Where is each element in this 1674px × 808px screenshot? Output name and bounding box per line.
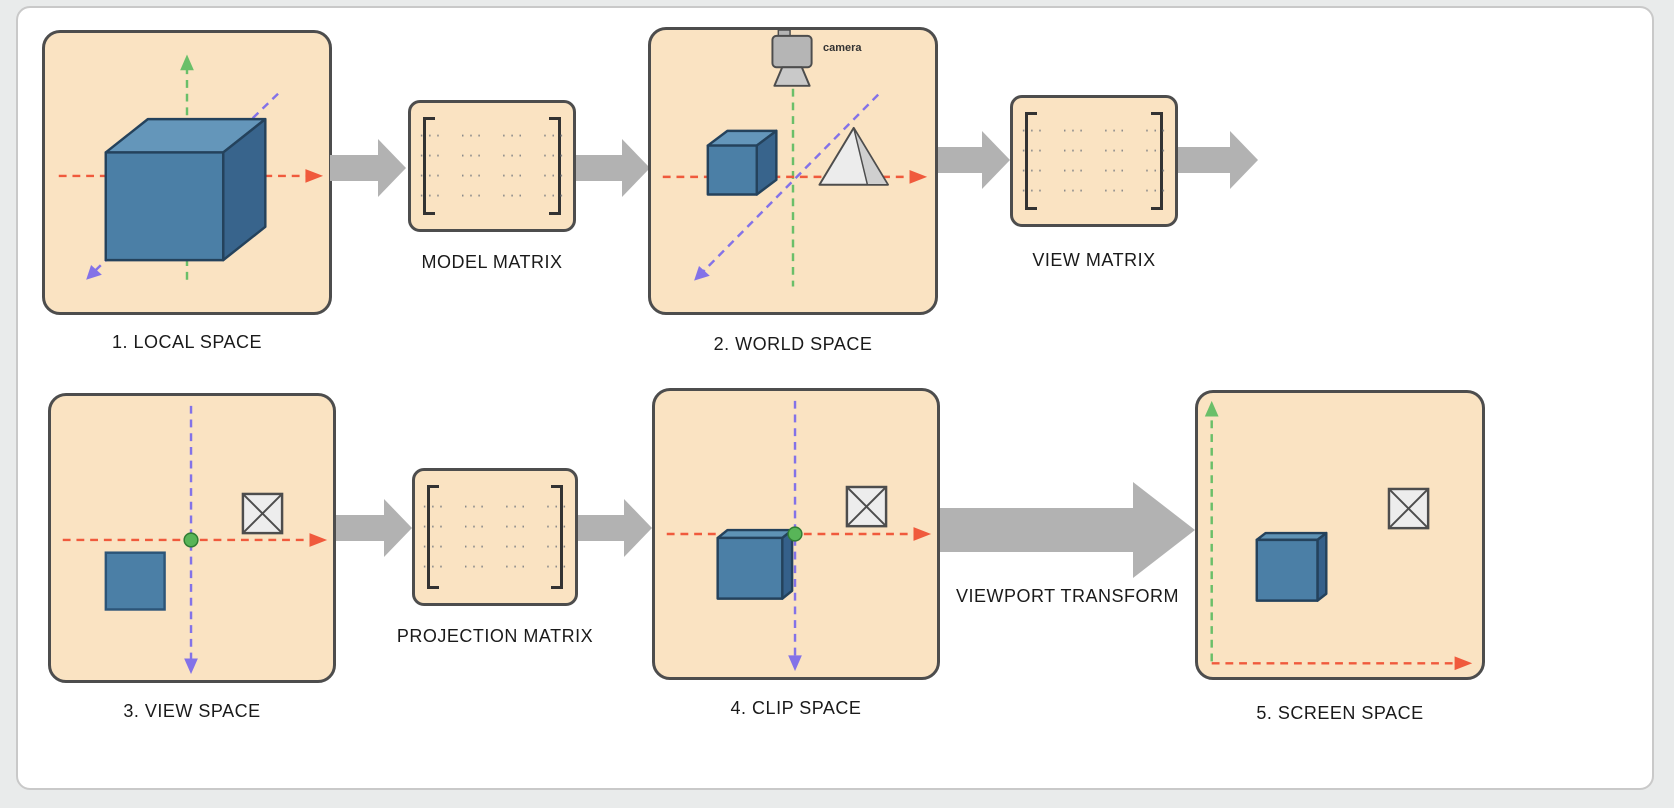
crossed-square-icon xyxy=(1387,487,1430,530)
projection-matrix-label: PROJECTION MATRIX xyxy=(396,626,594,646)
square-2d-icon xyxy=(104,551,166,611)
stage-world-space: camera xyxy=(648,27,938,315)
flow-arrow-5 xyxy=(336,499,412,557)
projection-matrix-box: ··· ··· ··· ··· ··· ··· ··· ··· ··· ··· … xyxy=(412,468,578,606)
matrix-row: ··· ··· ··· ··· xyxy=(1019,184,1169,198)
flow-arrow-4 xyxy=(1178,131,1258,189)
cube-3d-icon xyxy=(104,117,267,262)
stage-screen-space-label: 5. SCREEN SPACE xyxy=(1256,703,1424,723)
z-axis-line xyxy=(694,93,880,281)
stage-local-space-label: 1. LOCAL SPACE xyxy=(111,332,263,352)
flow-arrow-2 xyxy=(576,139,650,197)
x-axis-line xyxy=(662,170,928,184)
stage-clip-space-label: 4. CLIP SPACE xyxy=(730,698,862,718)
viewport-transform-label: VIEWPORT TRANSFORM xyxy=(955,586,1180,606)
cube-3d-icon xyxy=(716,528,794,600)
model-matrix-label: MODEL MATRIX xyxy=(421,252,563,272)
matrix-row: ··· ··· ··· ··· xyxy=(420,520,570,534)
matrix-row: ··· ··· ··· ··· xyxy=(420,540,570,554)
pyramid-icon xyxy=(818,126,889,186)
matrix-bracket-right xyxy=(549,117,561,215)
matrix-row: ··· ··· ··· ··· xyxy=(420,500,570,514)
matrix-bracket-right xyxy=(551,485,563,589)
stage-clip-space xyxy=(652,388,940,680)
matrix-row: ··· ··· ··· ··· xyxy=(417,189,567,203)
matrix-bracket-left xyxy=(423,117,435,215)
cube-3d-icon xyxy=(1255,531,1328,602)
matrix-row: ··· ··· ··· ··· xyxy=(1019,164,1169,178)
camera-label: camera xyxy=(823,42,862,54)
matrix-row: ··· ··· ··· ··· xyxy=(1019,144,1169,158)
flow-arrow-6 xyxy=(578,499,652,557)
stage-local-space xyxy=(42,30,332,315)
matrix-row: ··· ··· ··· ··· xyxy=(417,169,567,183)
stage-screen-space xyxy=(1195,390,1485,680)
camera-icon xyxy=(771,30,813,87)
matrix-bracket-right xyxy=(1151,112,1163,210)
origin-dot xyxy=(183,532,199,548)
matrix-row: ··· ··· ··· ··· xyxy=(417,129,567,143)
cube-3d-icon xyxy=(706,129,778,196)
flow-arrow-3 xyxy=(938,131,1010,189)
matrix-row: ··· ··· ··· ··· xyxy=(417,149,567,163)
y-axis-line xyxy=(1204,400,1219,662)
matrix-bracket-left xyxy=(427,485,439,589)
view-matrix-box: ··· ··· ··· ··· ··· ··· ··· ··· ··· ··· … xyxy=(1010,95,1178,227)
matrix-row: ··· ··· ··· ··· xyxy=(1019,124,1169,138)
stage-view-space xyxy=(48,393,336,683)
stage-world-space-label: 2. WORLD SPACE xyxy=(713,334,873,354)
matrix-bracket-left xyxy=(1025,112,1037,210)
stage-view-space-label: 3. VIEW SPACE xyxy=(123,701,261,721)
crossed-square-icon xyxy=(241,492,284,535)
view-matrix-label: VIEW MATRIX xyxy=(1032,250,1156,270)
matrix-row: ··· ··· ··· ··· xyxy=(420,560,570,574)
viewport-transform-arrow xyxy=(940,482,1195,578)
x-axis-line xyxy=(1211,656,1473,671)
model-matrix-box: ··· ··· ··· ··· ··· ··· ··· ··· ··· ··· … xyxy=(408,100,576,232)
flow-arrow-1 xyxy=(330,139,406,197)
crossed-square-icon xyxy=(845,485,888,528)
origin-dot xyxy=(787,526,803,542)
